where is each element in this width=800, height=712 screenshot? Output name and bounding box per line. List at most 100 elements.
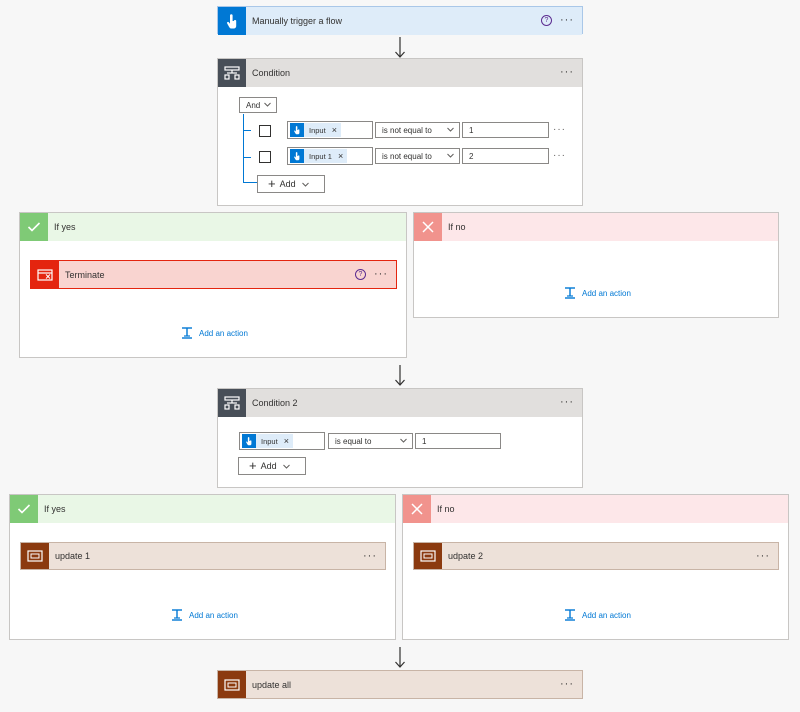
condition-title: Condition 2 — [252, 398, 298, 408]
tree-line — [243, 157, 251, 158]
token-label: Input — [309, 125, 326, 135]
add-label: Add — [260, 461, 277, 471]
action-title: Terminate — [65, 269, 105, 280]
dynamic-content-token[interactable]: Input × — [242, 434, 293, 448]
update-2-action-card[interactable]: udpate 2 ··· — [413, 542, 779, 570]
branch-label: If no — [437, 504, 455, 514]
tree-line — [243, 182, 257, 183]
close-icon — [403, 495, 431, 523]
touch-icon — [290, 149, 304, 163]
dynamic-content-token[interactable]: Input 1 × — [290, 149, 348, 163]
help-icon[interactable]: ? — [355, 269, 366, 280]
trigger-title: Manually trigger a flow — [252, 16, 343, 26]
flow-arrow-icon — [395, 365, 405, 386]
chevron-down-icon — [447, 127, 454, 132]
action-title: udpate 2 — [448, 551, 484, 561]
touch-icon — [290, 123, 304, 137]
more-options-icon[interactable]: ··· — [756, 550, 770, 562]
condition-operand-field[interactable]: Input 1 × — [287, 147, 373, 165]
chevron-down-icon — [282, 464, 290, 469]
chevron-down-icon — [301, 182, 309, 187]
comparison-operator-value: is not equal to — [382, 125, 432, 135]
condition-title: Condition — [252, 68, 291, 78]
group-operator-value: And — [246, 100, 261, 110]
add-an-action-button[interactable]: Add an action — [171, 609, 238, 621]
add-action-icon — [565, 287, 575, 299]
checkmark-icon — [20, 213, 48, 241]
terminate-icon — [31, 261, 59, 288]
compose-icon — [21, 543, 49, 569]
touch-icon — [218, 7, 246, 35]
add-an-action-button[interactable]: Add an action — [564, 609, 631, 621]
comparison-operator-value: is not equal to — [382, 151, 432, 161]
add-action-icon — [182, 327, 192, 339]
comparison-operator-value: is equal to — [335, 436, 372, 446]
compose-icon — [218, 671, 246, 698]
row-checkbox[interactable] — [259, 151, 271, 163]
condition-value: 2 — [469, 151, 474, 161]
condition-value-input[interactable]: 1 — [415, 433, 501, 449]
more-options-icon[interactable]: ··· — [560, 396, 574, 408]
comparison-operator-dropdown[interactable]: is equal to — [328, 433, 413, 449]
chevron-down-icon — [264, 102, 271, 107]
help-icon[interactable]: ? — [541, 15, 552, 26]
plus-icon: + — [268, 176, 276, 191]
branch-label: If yes — [54, 222, 76, 232]
touch-icon — [242, 434, 256, 448]
more-options-icon[interactable]: ··· — [560, 14, 574, 26]
more-options-icon[interactable]: ··· — [374, 268, 388, 280]
trigger-card[interactable]: Manually trigger a flow ? ··· — [217, 6, 583, 35]
token-label: Input 1 — [309, 151, 332, 161]
more-options-icon[interactable]: ··· — [560, 678, 574, 690]
add-action-icon — [565, 609, 575, 621]
compose-icon — [414, 543, 442, 569]
tree-line — [243, 114, 244, 182]
row-more-icon[interactable]: ··· — [553, 150, 566, 161]
tree-line — [243, 130, 251, 131]
add-an-action-label: Add an action — [582, 610, 631, 620]
condition-value-input[interactable]: 2 — [462, 148, 549, 164]
dynamic-content-token[interactable]: Input × — [290, 123, 341, 137]
row-checkbox[interactable] — [259, 125, 271, 137]
row-more-icon[interactable]: ··· — [553, 124, 566, 135]
if-no-branch: If no — [413, 212, 779, 318]
condition-icon — [218, 59, 246, 87]
chevron-down-icon — [447, 153, 454, 158]
checkmark-icon — [10, 495, 38, 523]
condition-value: 1 — [422, 436, 427, 446]
remove-token-icon[interactable]: × — [331, 125, 337, 135]
add-an-action-button[interactable]: Add an action — [181, 327, 248, 339]
add-label: Add — [279, 179, 296, 189]
condition-value: 1 — [469, 125, 474, 135]
token-label: Input — [261, 436, 278, 446]
add-an-action-label: Add an action — [189, 610, 238, 620]
plus-icon: + — [249, 458, 257, 473]
condition-icon — [218, 389, 246, 417]
add-an-action-label: Add an action — [199, 328, 248, 338]
action-title: update all — [252, 679, 292, 690]
condition-operand-field[interactable]: Input × — [287, 121, 373, 139]
condition-operand-field[interactable]: Input × — [239, 432, 325, 450]
remove-token-icon[interactable]: × — [337, 151, 344, 161]
add-condition-button[interactable]: + Add — [238, 457, 306, 475]
comparison-operator-dropdown[interactable]: is not equal to — [375, 122, 460, 138]
action-title: update 1 — [55, 551, 91, 561]
update-all-action-card[interactable]: update all ··· — [217, 670, 583, 699]
more-options-icon[interactable]: ··· — [560, 66, 574, 78]
branch-label: If yes — [44, 504, 66, 514]
terminate-action-card[interactable]: Terminate ? ··· — [30, 260, 397, 289]
flow-arrow-icon — [395, 37, 405, 58]
group-operator-dropdown[interactable]: And — [239, 97, 277, 113]
condition-value-input[interactable]: 1 — [462, 122, 549, 138]
branch-label: If no — [448, 222, 466, 232]
more-options-icon[interactable]: ··· — [363, 550, 377, 562]
flow-arrow-icon — [395, 647, 405, 668]
close-icon — [414, 213, 442, 241]
add-condition-button[interactable]: + Add — [257, 175, 325, 193]
remove-token-icon[interactable]: × — [283, 436, 289, 446]
add-action-icon — [172, 609, 182, 621]
add-an-action-button[interactable]: Add an action — [564, 287, 631, 299]
add-an-action-label: Add an action — [582, 288, 631, 298]
comparison-operator-dropdown[interactable]: is not equal to — [375, 148, 460, 164]
update-1-action-card[interactable]: update 1 ··· — [20, 542, 386, 570]
